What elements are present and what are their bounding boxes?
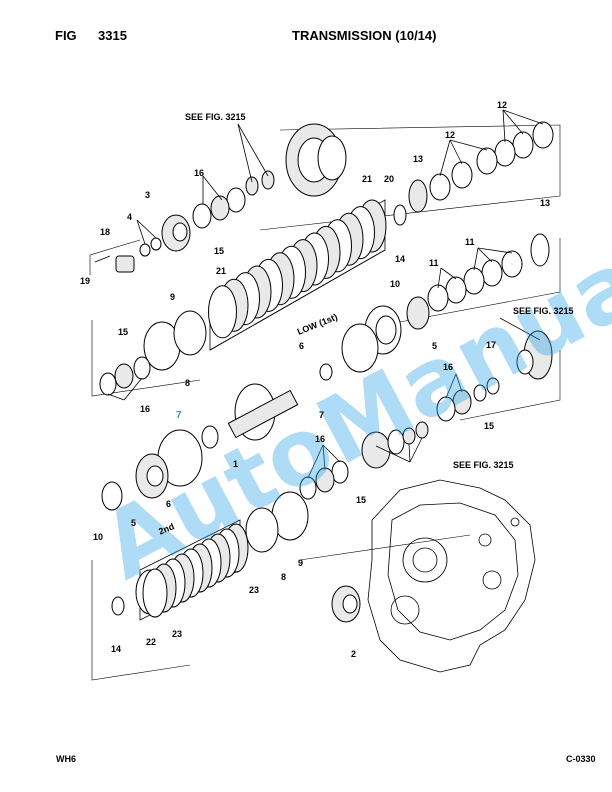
figure-number: 3315 bbox=[98, 28, 127, 43]
figure-label: FIG bbox=[55, 28, 77, 43]
part-number: 20 bbox=[384, 174, 394, 184]
part-number: 16 bbox=[315, 434, 325, 444]
part-number: 15 bbox=[356, 495, 366, 505]
part-number: 9 bbox=[170, 292, 175, 302]
part-number: 15 bbox=[214, 246, 224, 256]
part-number: 14 bbox=[395, 254, 405, 264]
part-number: 16 bbox=[194, 168, 204, 178]
part-number: 19 bbox=[80, 276, 90, 286]
part-number: 22 bbox=[146, 637, 156, 647]
part-number: 17 bbox=[486, 340, 496, 350]
part-number: 7 bbox=[319, 410, 324, 420]
part-number: 18 bbox=[100, 227, 110, 237]
part-number: 23 bbox=[172, 629, 182, 639]
clutch-plate bbox=[208, 285, 237, 339]
middle-row-parts bbox=[99, 233, 553, 422]
panel-outlines bbox=[89, 124, 561, 681]
part-number: 10 bbox=[93, 532, 103, 542]
part-number: 2 bbox=[351, 649, 356, 659]
drum-assembly bbox=[101, 383, 429, 511]
part-number: 9 bbox=[298, 558, 303, 568]
part-number: 6 bbox=[166, 499, 171, 509]
part-number: 8 bbox=[281, 572, 286, 582]
part-number: 5 bbox=[131, 518, 136, 528]
part-number: 14 bbox=[111, 644, 121, 654]
part-number: 10 bbox=[390, 279, 400, 289]
page-title: TRANSMISSION (10/14) bbox=[292, 28, 437, 43]
leader-lines bbox=[107, 109, 544, 479]
callout-see-fig-right: SEE FIG. 3215 bbox=[513, 306, 574, 316]
watermark-text: AutoManual bbox=[85, 214, 612, 601]
part-number: 4 bbox=[127, 212, 132, 222]
part-number: 15 bbox=[118, 327, 128, 337]
part-number: 15 bbox=[484, 421, 494, 431]
part-number: 13 bbox=[540, 198, 550, 208]
part-number: 16 bbox=[443, 362, 453, 372]
part-number: 16 bbox=[140, 404, 150, 414]
part-number: 6 bbox=[299, 341, 304, 351]
top-row-parts bbox=[94, 121, 554, 351]
part-number: 13 bbox=[413, 154, 423, 164]
callout-low-1st: LOW (1st) bbox=[296, 312, 339, 337]
callout-see-fig-top: SEE FIG. 3215 bbox=[185, 112, 246, 122]
part-number: 11 bbox=[465, 237, 475, 247]
part-number: 1 bbox=[233, 459, 238, 469]
part-number: 12 bbox=[497, 100, 507, 110]
footer-code-right: C-0330 bbox=[566, 754, 596, 764]
clutch-plate-2nd bbox=[142, 568, 168, 618]
footer-code-left: WH6 bbox=[56, 754, 76, 764]
part-number: 23 bbox=[249, 585, 259, 595]
part-number: 8 bbox=[185, 378, 190, 388]
transmission-housing bbox=[367, 479, 536, 673]
part-number: 12 bbox=[445, 130, 455, 140]
part-number: 11 bbox=[429, 258, 439, 268]
part-number: 21 bbox=[362, 174, 372, 184]
part-number: 7 bbox=[176, 410, 182, 421]
callout-see-fig-mid: SEE FIG. 3215 bbox=[453, 460, 514, 470]
part-number: 5 bbox=[432, 341, 437, 351]
part-number: 21 bbox=[216, 266, 226, 276]
part-number-labels: 12 12 13 13 21 20 14 16 3 4 18 19 15 21 … bbox=[80, 100, 550, 659]
part-number: 3 bbox=[145, 190, 150, 200]
